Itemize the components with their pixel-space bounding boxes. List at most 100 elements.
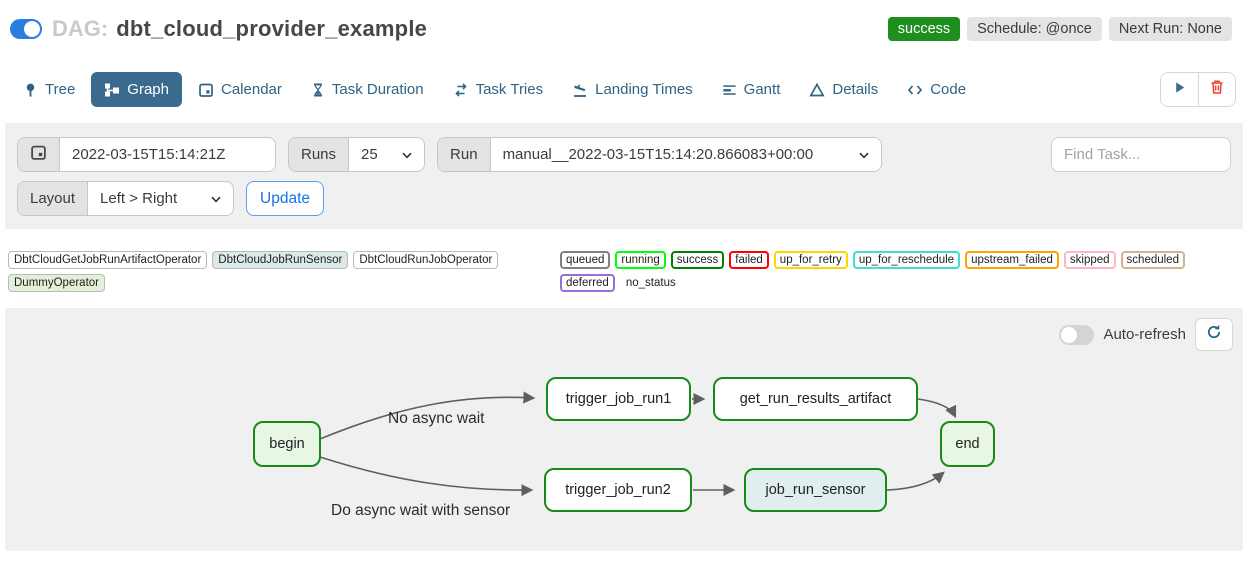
tab-label: Tree: [45, 81, 76, 98]
play-icon: [1172, 80, 1187, 100]
gantt-icon: [722, 82, 737, 98]
tab-label: Task Duration: [331, 81, 424, 98]
status-badge-deferred: deferred: [560, 274, 615, 292]
run-label: Run: [438, 138, 491, 171]
graph-controls: Auto-refresh: [1059, 318, 1233, 351]
runs-label: Runs: [289, 138, 350, 171]
base-date-input[interactable]: [60, 138, 275, 171]
repeat-icon: [453, 82, 469, 98]
auto-refresh-toggle[interactable]: [1059, 324, 1095, 345]
graph-canvas: Auto-refresh No async wait Do async wait…: [5, 308, 1243, 551]
chevron-down-icon: [858, 146, 869, 163]
tab-task-tries[interactable]: Task Tries: [440, 72, 557, 107]
runs-group: Runs 25: [288, 137, 426, 172]
dag-title: dbt_cloud_provider_example: [116, 16, 428, 41]
status-badge-upstream-failed: upstream_failed: [965, 251, 1059, 269]
status-badge-running: running: [615, 251, 666, 269]
run-group: Run manual__2022-03-15T15:14:20.866083+0…: [437, 137, 882, 172]
dag-edges: [319, 391, 957, 497]
details-icon: [809, 82, 826, 98]
airflow-dag-page: DAG: dbt_cloud_provider_example success …: [0, 0, 1248, 551]
task-node-end[interactable]: end: [940, 421, 995, 467]
tab-code[interactable]: Code: [894, 72, 979, 107]
run-value: manual__2022-03-15T15:14:20.866083+00:00: [502, 146, 814, 163]
operator-badge: DbtCloudJobRunSensor: [212, 251, 349, 269]
dag-prefix: DAG:: [52, 16, 109, 41]
trash-icon: [1209, 79, 1225, 100]
tab-task-duration[interactable]: Task Duration: [298, 72, 437, 107]
tab-details[interactable]: Details: [796, 72, 891, 107]
schedule-badge: Schedule: @once: [967, 17, 1102, 41]
layout-group: Layout Left > Right: [17, 181, 235, 216]
calendar-icon: [30, 144, 47, 165]
status-badge-failed: failed: [729, 251, 769, 269]
layout-label: Layout: [18, 182, 89, 215]
tab-graph[interactable]: Graph: [91, 72, 182, 107]
runs-select[interactable]: 25: [349, 138, 424, 171]
auto-refresh-label: Auto-refresh: [1103, 326, 1186, 343]
runs-value: 25: [361, 146, 378, 163]
next-run-badge: Next Run: None: [1108, 17, 1232, 41]
tab-label: Gantt: [743, 81, 781, 98]
layout-select[interactable]: Left > Right: [88, 182, 233, 215]
tab-label: Landing Times: [595, 81, 693, 98]
filter-row-2: Layout Left > Right Update: [17, 181, 1231, 216]
status-badge-skipped: skipped: [1063, 251, 1116, 269]
tab-tree[interactable]: Tree: [10, 72, 88, 107]
dag-pause-toggle[interactable]: [10, 19, 42, 39]
hourglass-icon: [311, 82, 325, 98]
header-badges: success Schedule: @once Next Run: None: [887, 17, 1232, 41]
calendar-icon: [198, 82, 214, 98]
refresh-icon: [1206, 324, 1222, 345]
code-icon: [907, 82, 923, 98]
edge-label: No async wait: [388, 410, 485, 427]
filter-row-1: Runs 25 Run manual__2022-03-15T15:14:20.…: [17, 137, 1231, 172]
header: DAG: dbt_cloud_provider_example success …: [0, 0, 1248, 42]
edge-label: Do async wait with sensor: [331, 502, 511, 519]
delete-dag-button[interactable]: [1198, 73, 1235, 106]
tab-bar: Tree Graph Calendar Task Duration Task T…: [0, 72, 1248, 107]
plane-landing-icon: [572, 82, 588, 98]
toggle-knob: [1061, 326, 1078, 343]
tab-calendar[interactable]: Calendar: [185, 72, 295, 107]
operator-badge: DbtCloudRunJobOperator: [353, 251, 499, 269]
tab-label: Details: [832, 81, 879, 98]
tab-label: Code: [930, 81, 967, 98]
operator-legend: DbtCloudGetJobRunArtifactOperator DbtClo…: [8, 251, 552, 292]
run-select[interactable]: manual__2022-03-15T15:14:20.866083+00:00: [491, 138, 881, 171]
task-node-trigger-job-run2[interactable]: trigger_job_run2: [544, 468, 692, 512]
tab-label: Graph: [127, 81, 169, 98]
status-badge-success: success: [670, 251, 725, 269]
refresh-button[interactable]: [1195, 318, 1233, 351]
tab-label: Calendar: [221, 81, 282, 98]
graph-icon: [104, 82, 120, 98]
status-badge-no-status: no_status: [625, 277, 676, 289]
status-badge-up-for-reschedule: up_for_reschedule: [852, 251, 961, 269]
update-button[interactable]: Update: [246, 181, 325, 216]
status-badge-up-for-retry: up_for_retry: [773, 251, 848, 269]
task-node-begin[interactable]: begin: [253, 421, 321, 467]
date-picker-button[interactable]: [18, 138, 60, 171]
tab-gantt[interactable]: Gantt: [709, 72, 794, 107]
task-node-job-run-sensor[interactable]: job_run_sensor: [744, 468, 887, 512]
legend: DbtCloudGetJobRunArtifactOperator DbtClo…: [4, 251, 1248, 292]
filter-panel: Runs 25 Run manual__2022-03-15T15:14:20.…: [5, 123, 1243, 229]
trigger-dag-button[interactable]: [1161, 73, 1198, 106]
dag-actions: [1160, 72, 1236, 107]
task-node-trigger-job-run1[interactable]: trigger_job_run1: [546, 377, 691, 421]
tab-label: Task Tries: [475, 81, 544, 98]
operator-badge: DummyOperator: [8, 274, 105, 292]
operator-badge: DbtCloudGetJobRunArtifactOperator: [8, 251, 208, 269]
base-date-group: [17, 137, 276, 172]
status-badge: success: [887, 17, 961, 41]
status-badge-scheduled: scheduled: [1120, 251, 1185, 269]
toggle-knob: [24, 21, 40, 37]
tree-icon: [23, 82, 38, 98]
task-node-get-run-results-artifact[interactable]: get_run_results_artifact: [713, 377, 918, 421]
status-legend: queued running success failed up_for_ret…: [560, 251, 1244, 292]
layout-value: Left > Right: [100, 190, 178, 207]
status-badge-queued: queued: [560, 251, 611, 269]
find-task-input[interactable]: [1051, 137, 1231, 172]
tab-landing-times[interactable]: Landing Times: [559, 72, 706, 107]
chevron-down-icon: [402, 146, 412, 163]
